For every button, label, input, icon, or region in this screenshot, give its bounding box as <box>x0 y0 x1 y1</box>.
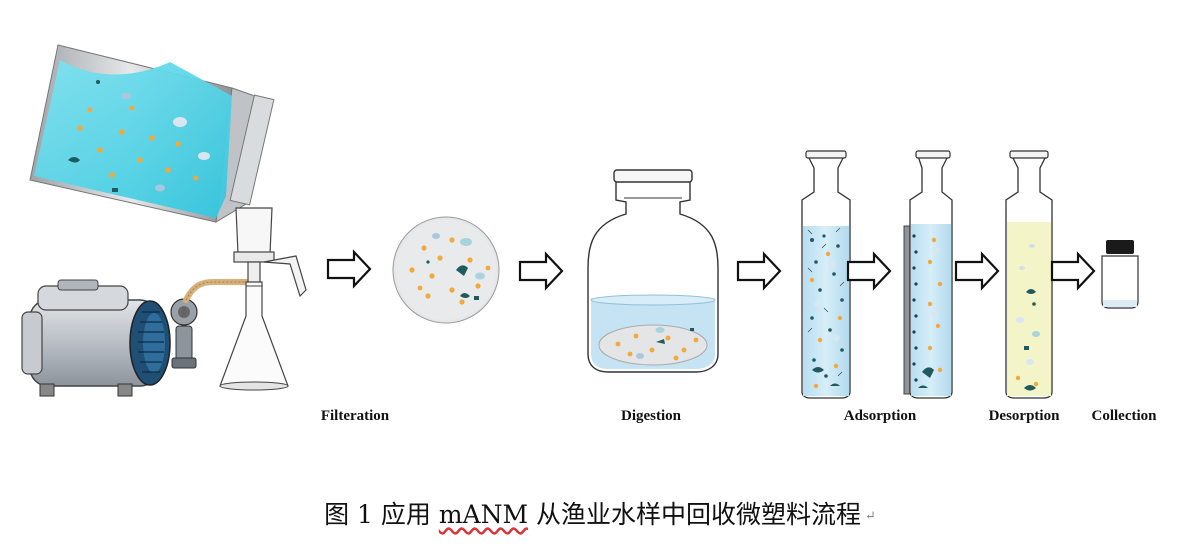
column-tube-icon <box>903 150 953 399</box>
caption-prefix: 图 1 应用 <box>324 500 439 529</box>
column-tube-icon <box>801 150 851 399</box>
digestion-bottle-icon <box>587 169 719 373</box>
column-tube-icon <box>1005 150 1053 399</box>
process-arrow-icon <box>954 252 1000 290</box>
step-label-desorption: Desorption <box>989 408 1060 424</box>
filter-flask-icon <box>219 207 307 391</box>
step-label-collection: Collection <box>1092 408 1158 424</box>
pump-icon <box>21 278 251 397</box>
process-arrow-icon <box>846 252 892 290</box>
step-label-filtration: Filteration <box>321 408 390 424</box>
step-label-digestion: Digestion <box>621 408 682 424</box>
process-arrow-icon <box>518 252 564 290</box>
process-arrow-icon <box>736 252 782 290</box>
paragraph-mark: ↵ <box>865 509 876 524</box>
process-arrow-icon <box>1050 252 1096 290</box>
process-arrow-icon <box>326 250 372 288</box>
step-label-adsorption: Adsorption <box>844 408 917 424</box>
sample-bottle-icon <box>29 44 275 223</box>
filter-disc-icon <box>392 216 500 324</box>
collection-vial-icon <box>1101 240 1139 309</box>
figure-caption: 图 1 应用 mANM 从渔业水样中回收微塑料流程↵ <box>0 495 1200 531</box>
caption-suffix: 从渔业水样中回收微塑料流程 <box>528 500 862 529</box>
caption-term: mANM <box>438 500 529 529</box>
particle-cluster <box>68 80 210 192</box>
